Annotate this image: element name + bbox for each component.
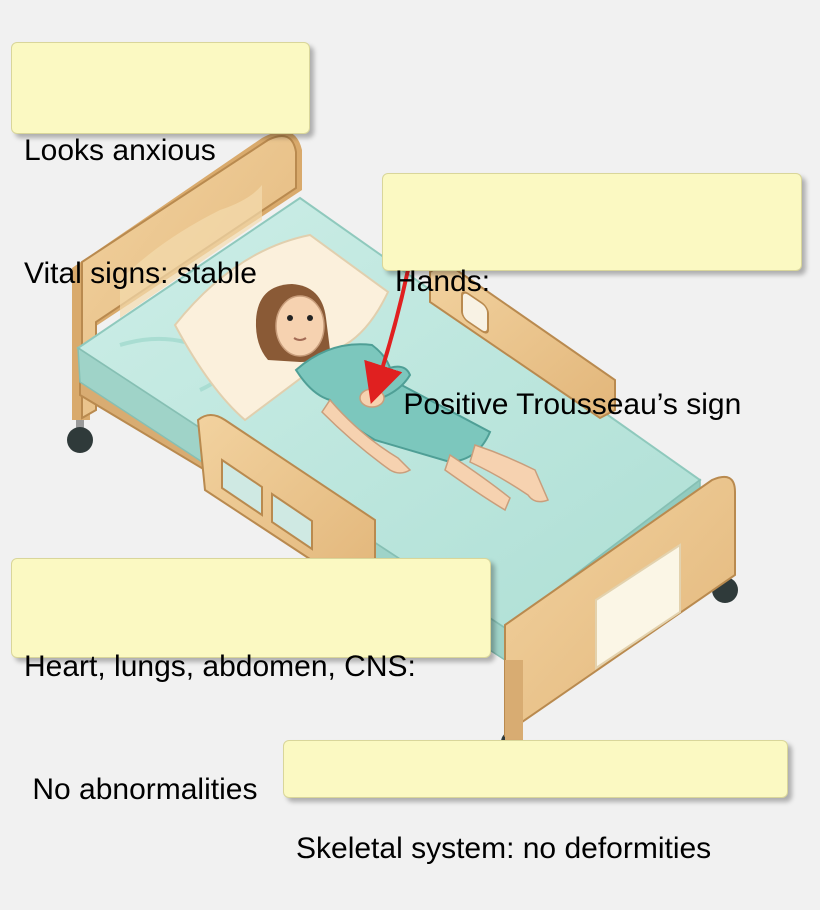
callout-systems-line2: No abnormalities bbox=[24, 773, 258, 806]
callout-hands-line2: Positive Trousseau’s sign bbox=[395, 388, 742, 421]
callout-skeletal: Skeletal system: no deformities bbox=[283, 740, 788, 865]
callout-skeletal-line1: Skeletal system: no deformities bbox=[296, 832, 712, 865]
callout-general-line1: Looks anxious bbox=[24, 134, 216, 167]
callout-general-appearance: Looks anxious Vital signs: stable bbox=[11, 42, 310, 290]
chart-card-icon bbox=[595, 543, 681, 670]
callout-systems-line1: Heart, lungs, abdomen, CNS: bbox=[24, 650, 416, 683]
red-pointer-arrow bbox=[364, 269, 410, 405]
wheel-back-left-icon bbox=[67, 418, 93, 453]
callout-systems: Heart, lungs, abdomen, CNS: No abnormali… bbox=[11, 558, 491, 806]
callout-hands-line1: Hands: bbox=[395, 265, 491, 298]
callout-hands: Hands: Positive Trousseau’s sign bbox=[382, 173, 802, 421]
callout-general-line2: Vital signs: stable bbox=[24, 257, 257, 290]
footboard bbox=[504, 476, 736, 740]
